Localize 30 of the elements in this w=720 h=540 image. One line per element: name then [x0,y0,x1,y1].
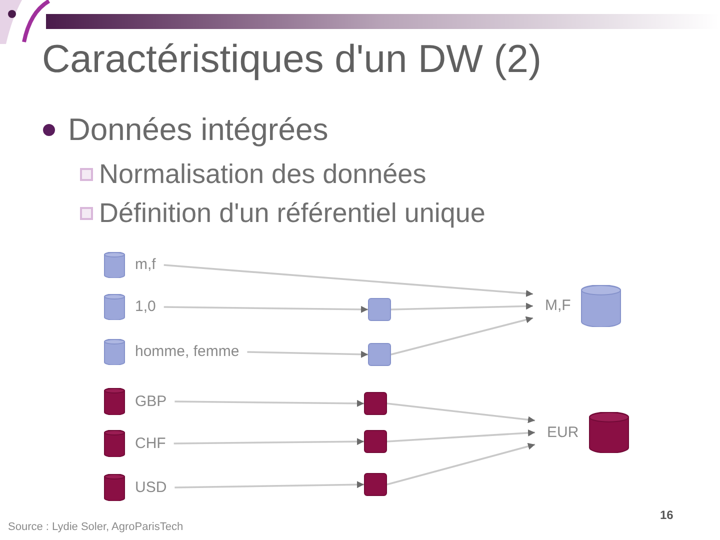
conversion-box [364,430,387,453]
arrow [174,438,364,446]
arrow [386,429,536,442]
source-note: Source : Lydie Soler, AgroParisTech [8,520,184,534]
conversion-box [364,392,387,415]
slide-title: Caractéristiques d'un DW (2) [42,37,542,83]
arrow [174,400,364,407]
value-label: CHF [135,434,166,452]
conversion-box [368,298,391,321]
conversion-box [364,473,387,496]
value-label: 1,0 [135,298,156,316]
arrow [390,302,534,310]
arrow [164,306,368,313]
value-label: homme, femme [135,343,240,361]
value-label: M,F [545,297,571,315]
bullet-text: Définition d'un référentiel unique [99,197,486,229]
conversion-box [368,343,391,366]
value-label: EUR [547,424,579,442]
arrow [247,350,368,358]
value-label: m,f [135,256,156,274]
value-label: USD [135,478,167,496]
value-label: GBP [135,392,167,410]
arrow [174,481,364,488]
bullet-text: Normalisation des données [99,158,426,190]
page-number: 16 [660,508,674,523]
bullet-text: Données intégrées [68,112,328,148]
arrow [386,442,536,486]
arrow [164,264,534,297]
arrow [390,316,534,356]
arrow [386,402,536,424]
